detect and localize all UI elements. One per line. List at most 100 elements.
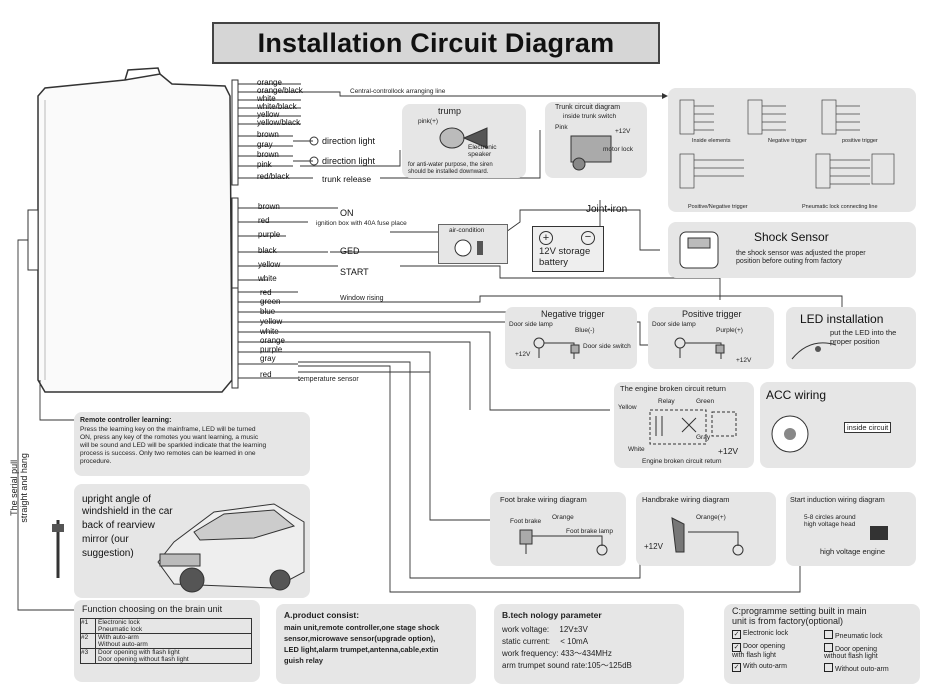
engine-broken-green: Green xyxy=(696,398,715,405)
car-panel: upright angle of windshield in the car b… xyxy=(74,484,310,598)
tech-param-key: static current: xyxy=(502,637,551,646)
wire-label: yellow xyxy=(257,110,280,119)
remote-learning-text: Press the learning key on the mainframe,… xyxy=(80,426,267,465)
led-installation-note: put the LED into the proper position xyxy=(830,328,897,346)
window-rising-label: Window rising xyxy=(340,295,384,302)
programme-option-label: Door opening with flash light xyxy=(732,642,786,659)
battery-plus-icon: + xyxy=(539,231,553,245)
hand-brake-panel: Handbrake wiring diagram Orange(+) +12V xyxy=(636,492,776,566)
wire-label: green xyxy=(260,297,281,306)
checkbox-empty-icon xyxy=(824,642,833,652)
lock-label-negative: Negative trigger xyxy=(768,138,807,144)
hand-brake-orange: Orange(+) xyxy=(696,514,726,521)
hand-brake-title: Handbrake wiring diagram xyxy=(642,495,730,504)
lock-label-pneumatic: Pneumatic lock connecting line xyxy=(802,204,878,210)
shock-sensor-icon xyxy=(679,231,719,269)
wire-label: purple xyxy=(260,345,283,354)
ged-label: GED xyxy=(340,246,360,256)
trunk-circuit-panel: Trunk circuit diagram inside trunk switc… xyxy=(545,102,647,178)
car-label-3: back of rearview xyxy=(82,520,155,531)
negative-trigger-panel: Negative trigger Door side lamp Blue(-) … xyxy=(505,307,637,369)
engine-broken-relay: Relay xyxy=(658,398,675,405)
negative-trigger-12v: +12V xyxy=(515,351,531,358)
tech-param-title: B.tech nology parameter xyxy=(502,610,602,620)
direction-light-label-1: direction light xyxy=(322,136,376,146)
hand-brake-12v: +12V xyxy=(644,542,663,551)
shock-sensor-title: Shock Sensor xyxy=(754,230,829,244)
function-choosing-panel: Function choosing on the brain unit #1 E… xyxy=(74,600,260,682)
positive-trigger-12v: +12V xyxy=(736,357,752,364)
positive-trigger-panel: Positive trigger Door side lamp Purple(+… xyxy=(648,307,774,369)
programme-option-label: Door opening without flash light xyxy=(824,645,878,661)
wire-label: red xyxy=(260,288,272,297)
air-condition-box: air-condition xyxy=(438,224,508,264)
speaker-icon xyxy=(439,127,488,149)
function-row-id: #3 xyxy=(81,649,96,663)
checkbox-empty-icon xyxy=(824,630,833,639)
checkbox-empty-icon xyxy=(824,663,833,673)
car-label-4: mirror (our xyxy=(82,534,129,545)
remote-learning-panel: Remote controller learning: Press the le… xyxy=(74,412,310,476)
direction-light-label-2: direction light xyxy=(322,156,376,166)
wire-label: brown xyxy=(258,202,280,211)
function-row-a: With auto-arm xyxy=(98,634,139,641)
lock-wiring-panel: Inside elements Negative trigger positiv… xyxy=(668,88,916,212)
programme-option: ✓Door opening with flash light xyxy=(732,642,824,661)
lock-label-posneg: Positive/Negative trigger xyxy=(688,204,748,210)
wire-label: pink xyxy=(257,160,272,169)
negative-trigger-title: Negative trigger xyxy=(541,309,605,319)
trunk-12v-label: +12V xyxy=(615,128,631,135)
engine-broken-12v: +12V xyxy=(718,446,739,456)
connector-top xyxy=(231,79,239,389)
programme-option: Door opening without flash light xyxy=(824,642,916,661)
trump-title: trump xyxy=(438,106,462,116)
ignition-key-icon xyxy=(454,239,483,257)
programme-option: ✓With outo-arm xyxy=(732,663,824,674)
car-label-1: upright angle of xyxy=(82,494,151,505)
tech-param-value: 105〜125dB xyxy=(587,661,632,670)
function-row-a: Door opening with flash light xyxy=(98,649,180,656)
product-consist-panel: A.product consist: main unit,remote cont… xyxy=(276,604,476,684)
engine-broken-panel: The engine broken circuit return Yellow … xyxy=(614,382,754,468)
ignition-box-label: ignition box with 40A fuse place xyxy=(316,220,407,227)
positive-trigger-title: Positive trigger xyxy=(682,309,742,319)
tech-param-row: arm trumpet sound rate:105〜125dB xyxy=(502,660,632,672)
antenna-icon xyxy=(52,520,64,578)
trump-pink-label: pink(+) xyxy=(418,118,439,125)
wire-label: orange/black xyxy=(257,86,303,95)
wire-label: orange xyxy=(257,78,282,87)
programme-panel: C:programme setting built in main unit i… xyxy=(724,604,920,684)
serial-pull-label: The serial pull straight and hang xyxy=(9,428,30,548)
negative-trigger-lamp: Door side lamp xyxy=(509,321,553,328)
trunk-release-label: trunk release xyxy=(322,174,372,184)
battery-line2: battery xyxy=(539,257,569,268)
wire-label: yellow/black xyxy=(257,118,301,127)
tech-param-value: 433〜434MHz xyxy=(560,649,612,658)
engine-relay-schematic xyxy=(649,409,737,445)
foot-brake-schematic xyxy=(519,529,608,556)
tech-param-row: work frequency: 433〜434MHz xyxy=(502,648,632,660)
product-consist-title: A.product consist: xyxy=(284,610,360,620)
temp-sensor-label: temperature sensor xyxy=(298,376,359,383)
function-row-b: Pneumatic lock xyxy=(98,626,143,633)
wire-label: gray xyxy=(260,354,276,363)
tech-param-key: work voltage: xyxy=(502,625,550,634)
tech-param-key: work frequency: xyxy=(502,649,559,658)
start-induction-engine: high voltage engine xyxy=(820,547,886,556)
programme-title: C:programme setting built in main unit i… xyxy=(732,606,867,627)
remote-learning-title: Remote controller learning: xyxy=(80,417,172,424)
function-row-a: Electronic lock xyxy=(98,619,140,626)
joint-iron-label: Joint-iron xyxy=(586,204,628,215)
tech-param-value: < 10mA xyxy=(560,637,589,646)
product-consist-text: main unit,remote controller,one stage sh… xyxy=(284,623,440,666)
speaker-label: Electronic speaker xyxy=(468,144,497,159)
trunk-circuit-title: Trunk circuit diagram xyxy=(555,104,621,111)
checkbox-checked-icon: ✓ xyxy=(732,630,741,639)
wire-label: blue xyxy=(260,307,276,316)
car-label-5: suggestion) xyxy=(82,548,134,559)
checkbox-checked-icon: ✓ xyxy=(732,663,741,673)
wire-label: gray xyxy=(257,140,273,149)
programme-option-label: With outo-arm xyxy=(743,663,787,671)
negative-trigger-schematic xyxy=(533,337,580,359)
